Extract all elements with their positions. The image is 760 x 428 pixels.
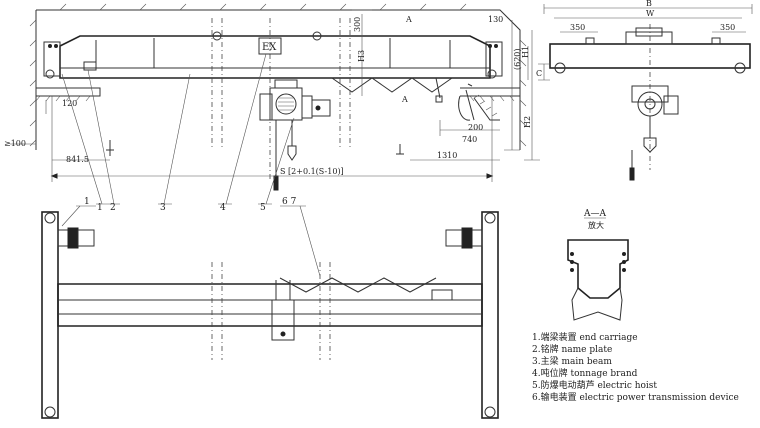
nameplate-text: EX — [262, 42, 277, 53]
legend-item-6: 6.输电装置 electric power transmission devic… — [532, 391, 739, 403]
callout-1-bottom: 1 — [84, 197, 90, 207]
dim-h3: H3 — [357, 50, 366, 62]
section-title: A—A — [583, 209, 606, 219]
legend-item-4: 4.吨位牌 tonnage brand — [532, 367, 638, 379]
dim-300: 300 — [353, 17, 362, 32]
dim-c: C — [536, 69, 542, 78]
dim-100: ≥100 — [4, 139, 26, 148]
legend-item-5: 5.防爆电动葫芦 electric hoist — [532, 379, 657, 391]
dim-h1: H1 — [521, 46, 530, 58]
dim-120: 120 — [62, 99, 77, 108]
dim-841-5: 841.5 — [66, 155, 89, 164]
section-mark-bottom: A — [401, 95, 408, 104]
side-view: B W 350 350 C — [536, 0, 753, 181]
section-mark-top: A — [405, 15, 412, 24]
dim-h2: H2 — [523, 116, 532, 128]
callout-1-top: 1 — [97, 203, 103, 213]
callout-6-7-bottom: 6 7 — [282, 197, 297, 207]
front-elevation: EX — [4, 3, 540, 213]
hoist-front — [259, 79, 331, 191]
callout-4-top: 4 — [220, 203, 226, 213]
dim-1310: 1310 — [437, 151, 457, 160]
legend-item-3: 3.主梁 main beam — [532, 355, 612, 367]
dim-span: S [2+0.1(S-10)] — [280, 167, 344, 176]
callout-5-top: 5 — [260, 203, 266, 213]
dim-350-left: 350 — [570, 23, 585, 32]
dim-620: (620) — [513, 48, 522, 70]
dim-200: 200 — [468, 123, 483, 132]
dim-740: 740 — [462, 135, 477, 144]
section-a-a: A—A 放大 — [567, 209, 629, 321]
plan-view: 1 6 7 — [41, 197, 499, 419]
legend: 1.端梁装置 end carriage 2.铭牌 name plate 3.主梁… — [532, 331, 739, 403]
dim-350-right: 350 — [720, 23, 735, 32]
section-subtitle: 放大 — [588, 220, 604, 230]
callout-2-top: 2 — [110, 203, 116, 213]
dim-130: 130 — [488, 15, 503, 24]
legend-item-2: 2.铭牌 name plate — [532, 343, 612, 355]
legend-item-1: 1.端梁装置 end carriage — [532, 331, 638, 343]
dim-b: B — [646, 0, 652, 8]
callout-3-top: 3 — [160, 203, 166, 213]
dim-w: W — [646, 9, 655, 18]
